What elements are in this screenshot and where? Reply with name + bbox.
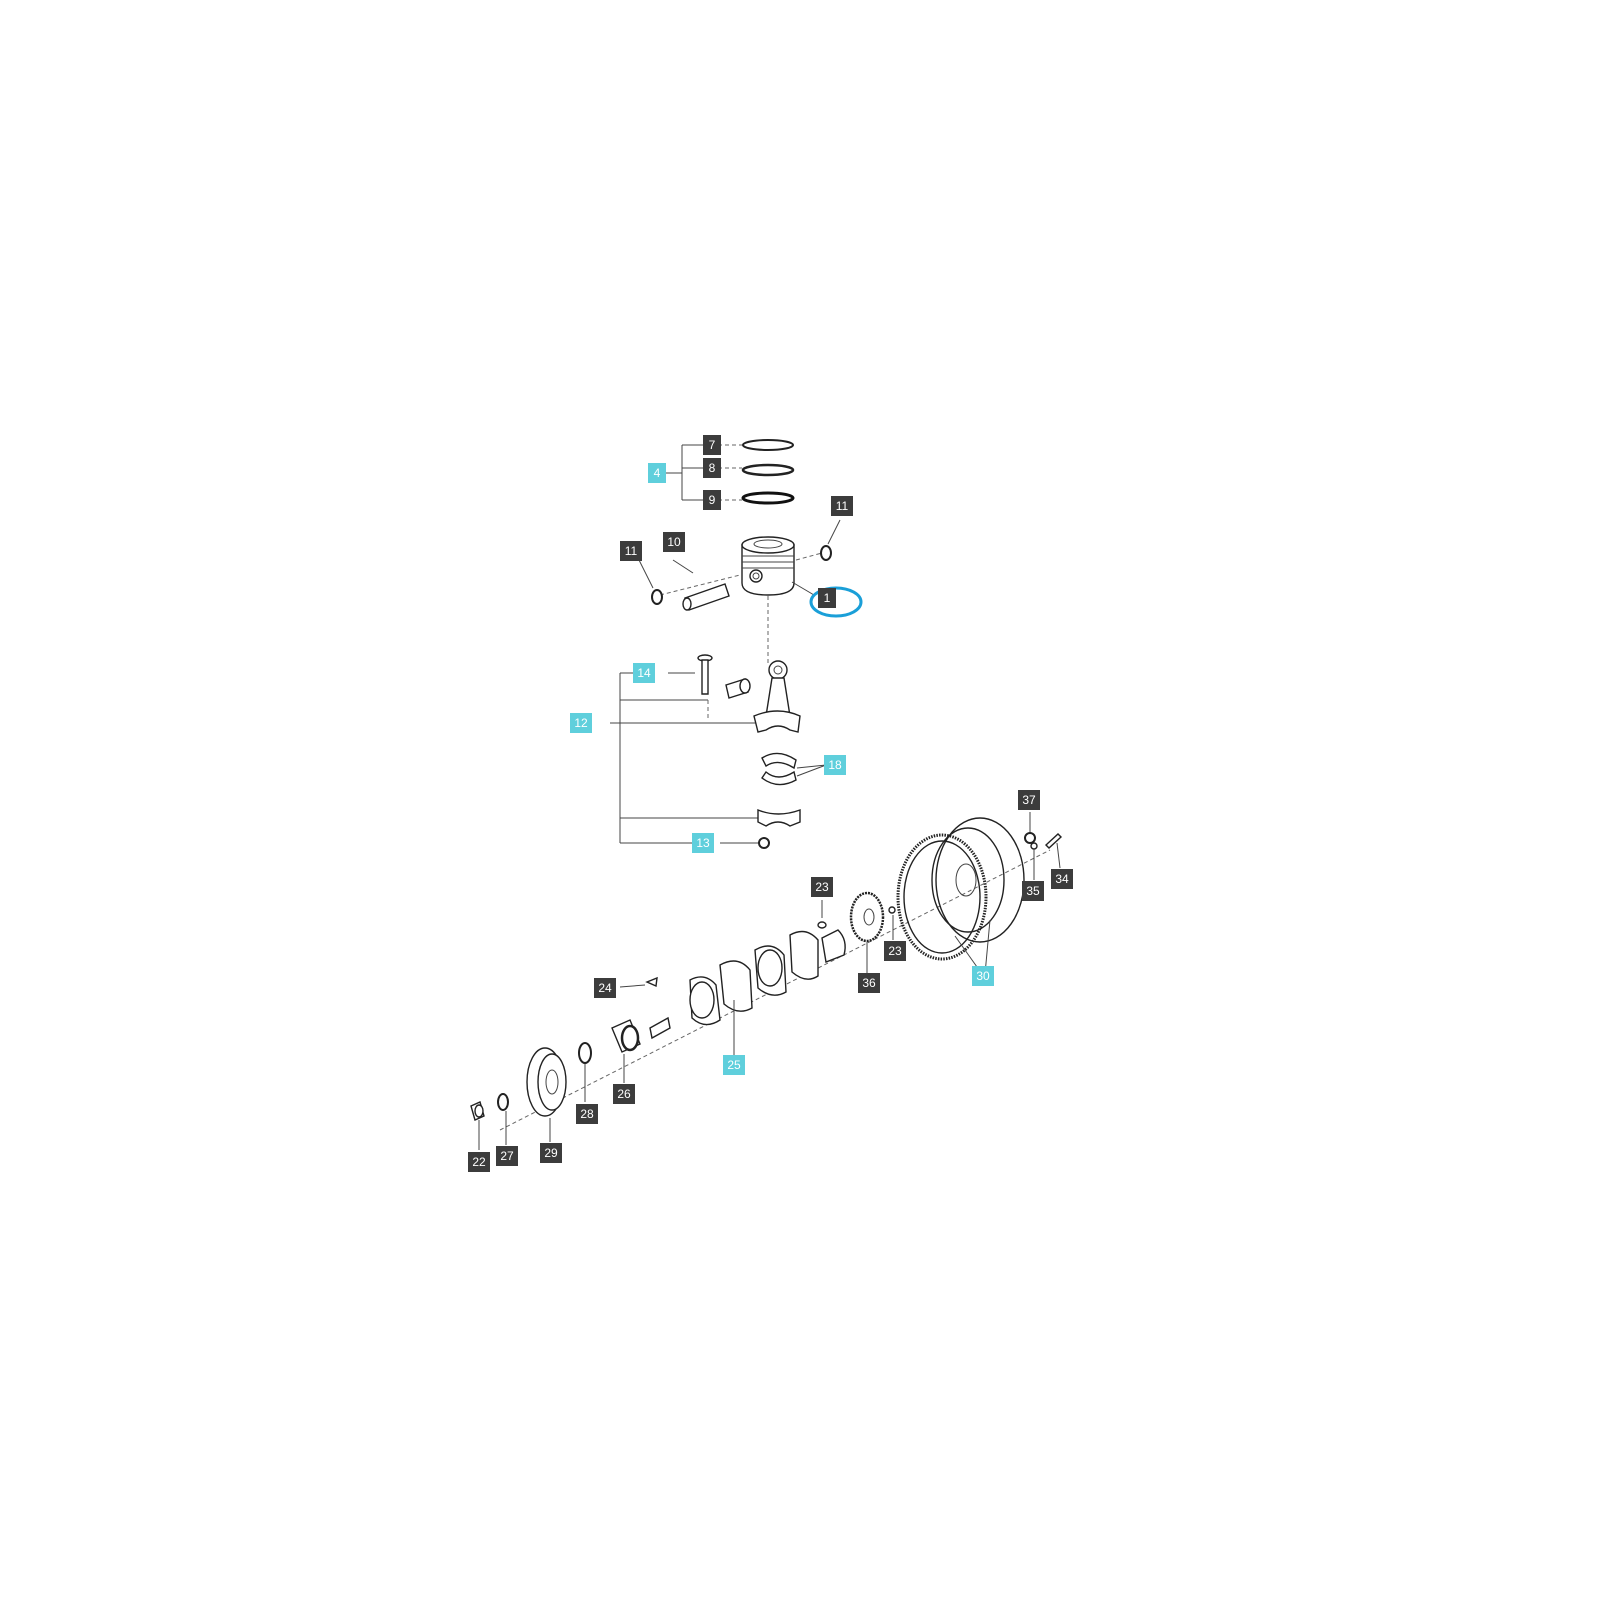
piston-ring-9[interactable] <box>741 491 795 505</box>
circlip-left[interactable] <box>651 589 663 605</box>
callout-1[interactable]: 1 <box>818 588 836 608</box>
callout-7[interactable]: 7 <box>703 435 721 455</box>
callout-13[interactable]: 13 <box>692 833 714 853</box>
callout-11-left[interactable]: 11 <box>620 541 642 561</box>
callout-8[interactable]: 8 <box>703 458 721 478</box>
rod-bolt[interactable] <box>697 654 713 695</box>
callout-27[interactable]: 27 <box>496 1146 518 1166</box>
connecting-rod[interactable] <box>753 660 801 733</box>
piston-ring-group <box>662 439 795 505</box>
circlip-right[interactable] <box>820 545 832 561</box>
callout-11-right[interactable]: 11 <box>831 496 853 516</box>
selection-ring <box>809 586 863 618</box>
callout-24[interactable]: 24 <box>594 978 616 998</box>
crank-pulley[interactable] <box>526 1047 567 1117</box>
callout-18[interactable]: 18 <box>824 755 846 775</box>
piston-pin[interactable] <box>682 583 730 611</box>
dowel-pin-lower[interactable] <box>888 906 896 914</box>
callout-10[interactable]: 10 <box>663 532 685 552</box>
rod-cap[interactable] <box>757 808 801 827</box>
callout-23-upper[interactable]: 23 <box>811 877 833 897</box>
callout-26[interactable]: 26 <box>613 1084 635 1104</box>
woodruff-key[interactable] <box>645 976 658 988</box>
connecting-rod-group <box>610 654 827 849</box>
callout-23-lower[interactable]: 23 <box>884 941 906 961</box>
thrust-washer[interactable] <box>578 1042 592 1064</box>
callout-35[interactable]: 35 <box>1022 881 1044 901</box>
pulley-nut[interactable] <box>470 1101 485 1121</box>
pulley-washer[interactable] <box>497 1093 509 1111</box>
flywheel-washer[interactable] <box>1024 832 1036 844</box>
timing-gear[interactable] <box>611 1019 641 1053</box>
callout-22[interactable]: 22 <box>468 1152 490 1172</box>
callout-25[interactable]: 25 <box>723 1055 745 1075</box>
bearing-shells[interactable] <box>761 752 797 786</box>
callout-12[interactable]: 12 <box>570 713 592 733</box>
crankshaft[interactable] <box>499 849 1051 1131</box>
piston-ring-8[interactable] <box>741 463 795 477</box>
callout-4[interactable]: 4 <box>648 463 666 483</box>
flywheel[interactable] <box>931 817 1025 943</box>
rod-nut[interactable] <box>758 837 770 849</box>
callout-9[interactable]: 9 <box>703 490 721 510</box>
flywheel-bushing[interactable] <box>1030 842 1038 850</box>
piston[interactable] <box>741 536 815 596</box>
flywheel-bolt[interactable] <box>1044 833 1063 849</box>
callout-36[interactable]: 36 <box>858 973 880 993</box>
callout-30[interactable]: 30 <box>972 966 994 986</box>
callout-29[interactable]: 29 <box>540 1143 562 1163</box>
dowel-pin-upper[interactable] <box>817 921 827 929</box>
callout-28[interactable]: 28 <box>576 1104 598 1124</box>
callout-34[interactable]: 34 <box>1051 869 1073 889</box>
callout-14[interactable]: 14 <box>633 663 655 683</box>
small-end-bush[interactable] <box>725 678 751 699</box>
piston-ring-7[interactable] <box>742 439 794 451</box>
callout-37[interactable]: 37 <box>1018 790 1040 810</box>
ring-gear[interactable] <box>896 833 988 961</box>
drive-plate[interactable] <box>849 891 885 943</box>
